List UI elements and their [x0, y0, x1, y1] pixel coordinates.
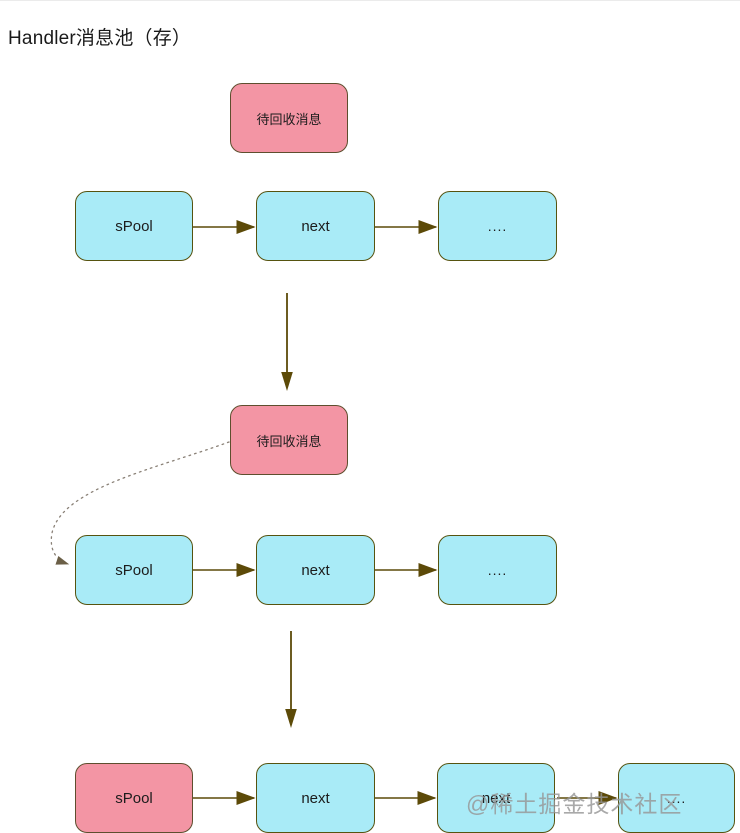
- node-label: next: [301, 789, 330, 807]
- page-title: Handler消息池（存）: [8, 28, 192, 49]
- node-label: ....: [487, 218, 508, 234]
- node-label: sPool: [115, 789, 153, 807]
- node-next-3a: next: [256, 763, 375, 833]
- node-label: next: [301, 217, 330, 235]
- node-label: ....: [666, 790, 687, 806]
- node-label: 待回收消息: [256, 111, 322, 127]
- arrow-state2-to-state3-head: [285, 709, 297, 728]
- node-dots-1: ....: [438, 191, 557, 261]
- node-label: next: [301, 561, 330, 579]
- node-label: next: [481, 789, 511, 807]
- node-label: sPool: [115, 561, 153, 579]
- node-dots-3: ....: [618, 763, 735, 833]
- node-spool-3: sPool: [75, 763, 193, 833]
- node-label: 待回收消息: [256, 433, 322, 449]
- node-spool-1: sPool: [75, 191, 193, 261]
- watermark: @稀土掘金技术社区: [466, 791, 683, 817]
- node-pending-message-1: 待回收消息: [230, 83, 348, 153]
- node-next-1: next: [256, 191, 375, 261]
- arrow-state1-to-state2-head: [281, 372, 293, 391]
- node-dots-2: ....: [438, 535, 557, 605]
- node-spool-2: sPool: [75, 535, 193, 605]
- node-label: sPool: [115, 217, 153, 235]
- node-next-2: next: [256, 535, 375, 605]
- node-pending-message-2: 待回收消息: [230, 405, 348, 475]
- node-label: ....: [487, 562, 508, 578]
